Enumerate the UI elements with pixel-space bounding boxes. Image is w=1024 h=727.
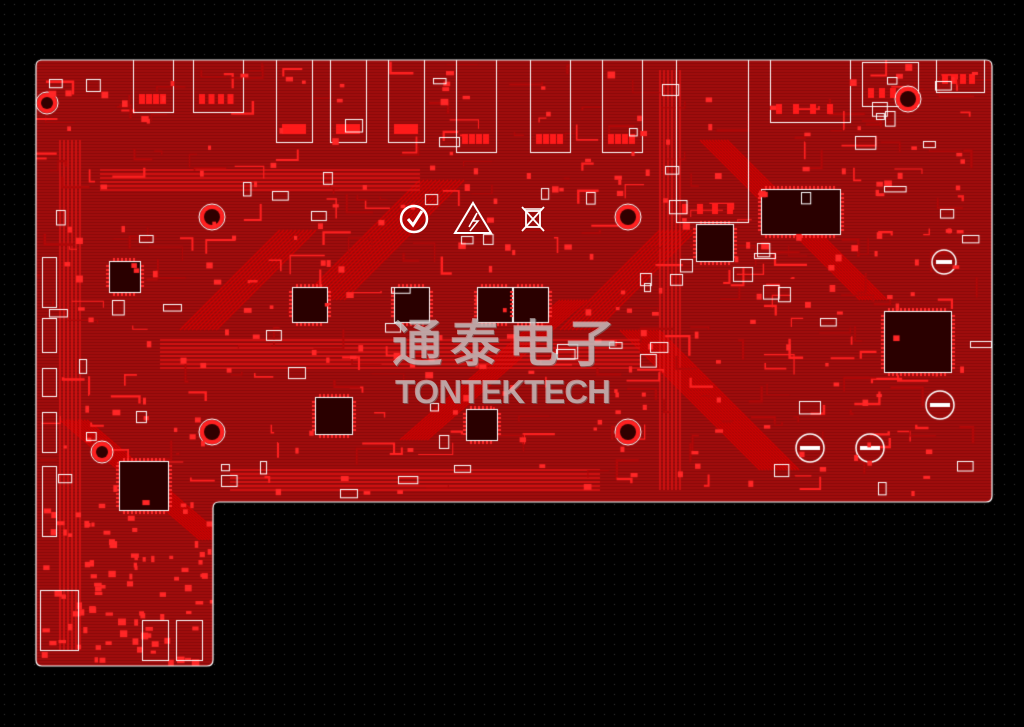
pcb-layout-view[interactable]: 通泰电子 TONTEKTECH [0, 0, 1024, 727]
pcb-board-canvas[interactable] [0, 0, 1024, 727]
